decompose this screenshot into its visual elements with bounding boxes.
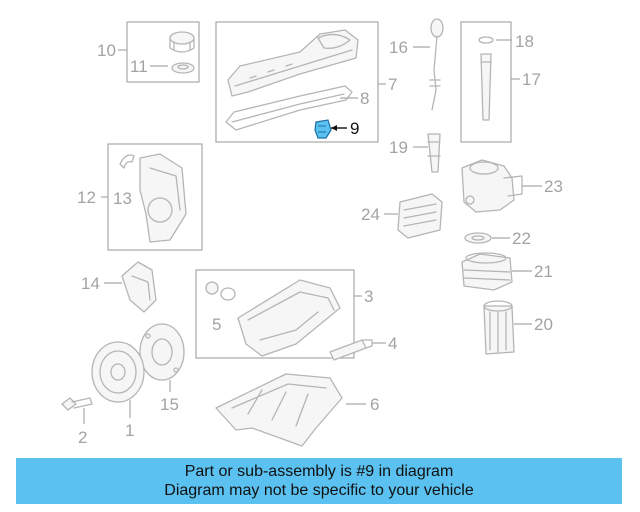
part-22-group: 22 bbox=[464, 229, 531, 248]
part-19-dipstick-tube[interactable] bbox=[427, 133, 441, 173]
part-1-group: 1 bbox=[91, 341, 145, 440]
part-2-group: 2 bbox=[61, 397, 93, 447]
callout-12: 12 bbox=[77, 188, 96, 207]
callout-21: 21 bbox=[534, 262, 553, 281]
callout-13: 13 bbox=[113, 189, 132, 208]
part-13-seal[interactable] bbox=[119, 154, 135, 169]
callout-14: 14 bbox=[81, 274, 100, 293]
part-12-timing-cover[interactable] bbox=[139, 153, 187, 243]
callout-box-17 bbox=[460, 21, 512, 143]
part-14-group: 14 bbox=[81, 261, 157, 313]
callout-11: 11 bbox=[130, 57, 148, 76]
callout-23: 23 bbox=[544, 177, 563, 196]
callout-2: 2 bbox=[78, 428, 87, 447]
timing-cover-group: 12 13 bbox=[77, 143, 203, 251]
callout-3: 3 bbox=[364, 287, 373, 306]
callout-6: 6 bbox=[370, 395, 379, 414]
part-5-drain-plug[interactable] bbox=[205, 281, 236, 301]
info-banner: Part or sub-assembly is #9 in diagram Di… bbox=[16, 458, 622, 504]
part-6-group: 6 bbox=[215, 373, 379, 447]
part-18-o-ring[interactable] bbox=[478, 36, 494, 44]
callout-8: 8 bbox=[360, 89, 369, 108]
callout-22: 22 bbox=[512, 229, 531, 248]
part-24-group: 24 bbox=[361, 193, 443, 239]
part-21-group: 21 bbox=[461, 252, 553, 291]
banner-line-1: Part or sub-assembly is #9 in diagram bbox=[184, 463, 454, 480]
callout-16: 16 bbox=[389, 38, 408, 57]
callout-4: 4 bbox=[388, 334, 397, 353]
part-16-dipstick[interactable] bbox=[429, 18, 444, 111]
part-23-filter-housing[interactable] bbox=[461, 159, 523, 213]
callout-1: 1 bbox=[125, 421, 134, 440]
callout-19: 19 bbox=[389, 138, 408, 157]
callout-18: 18 bbox=[515, 32, 534, 51]
part-3-oil-pan[interactable] bbox=[237, 279, 341, 357]
part-9-highlighted-part[interactable] bbox=[314, 119, 332, 139]
callout-box-7 bbox=[215, 21, 379, 143]
valve-cover-group: 7 8 9 bbox=[215, 21, 397, 143]
callout-9: 9 bbox=[350, 119, 359, 138]
part-22-seal-ring[interactable] bbox=[464, 232, 492, 244]
part-15-hub-plate[interactable] bbox=[139, 323, 185, 381]
part-20-group: 20 bbox=[483, 300, 553, 355]
callout-box-3 bbox=[195, 269, 355, 359]
callout-20: 20 bbox=[534, 315, 553, 334]
part-1-crank-pulley[interactable] bbox=[91, 341, 145, 403]
part-10-filler-cap[interactable] bbox=[169, 31, 195, 53]
part-7-valve-cover[interactable] bbox=[227, 29, 359, 97]
callout-10: 10 bbox=[97, 41, 116, 60]
banner-line-2: Diagram may not be specific to your vehi… bbox=[164, 482, 474, 499]
part-14-bracket[interactable] bbox=[121, 261, 157, 313]
part-17-tube[interactable] bbox=[480, 53, 492, 121]
part-4-sealant-tube[interactable] bbox=[329, 339, 373, 361]
part-15-group: 15 bbox=[139, 323, 185, 414]
part-21-oil-cooler[interactable] bbox=[461, 252, 513, 291]
part-6-splash-shield[interactable] bbox=[215, 373, 343, 447]
part-11-filler-seal[interactable] bbox=[171, 62, 195, 74]
part-23-group: 23 bbox=[461, 159, 563, 213]
oil-pan-group: 3 5 bbox=[195, 269, 373, 359]
part-4-group: 4 bbox=[329, 334, 397, 361]
part-2-bolt[interactable] bbox=[61, 397, 93, 411]
part-24-cover-plate[interactable] bbox=[397, 193, 443, 239]
filler-cap-group: 10 11 bbox=[97, 21, 200, 83]
part-20-oil-filter[interactable] bbox=[483, 300, 515, 355]
tube-group: 18 17 bbox=[460, 21, 541, 143]
callout-24: 24 bbox=[361, 205, 380, 224]
callout-box-10 bbox=[126, 21, 200, 83]
callout-5: 5 bbox=[212, 315, 221, 334]
dipstick-group: 16 19 bbox=[389, 18, 444, 173]
part-8-cover-gasket[interactable] bbox=[225, 85, 353, 131]
callout-7: 7 bbox=[388, 75, 397, 94]
callout-15: 15 bbox=[160, 395, 179, 414]
callout-17: 17 bbox=[522, 70, 541, 89]
